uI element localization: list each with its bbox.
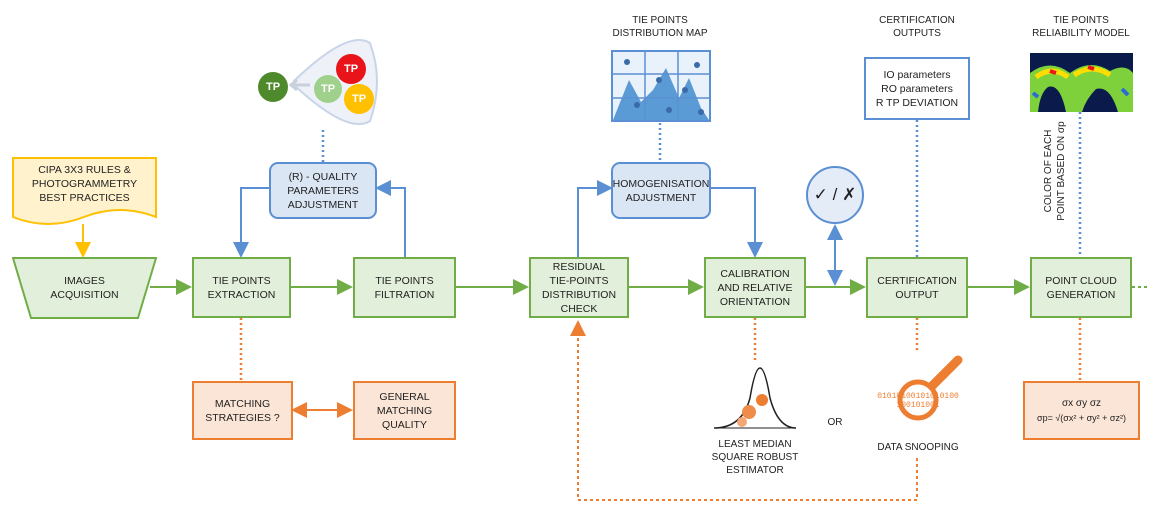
calibration-box: CALIBRATION AND RELATIVE ORIENTATION	[704, 257, 806, 318]
left-arrow-icon	[288, 78, 310, 92]
distribution-map-title: TIE POINTS DISTRIBUTION MAP	[612, 15, 708, 39]
tp-circle-yellow: TP	[344, 84, 374, 114]
binary-digits: 01010100101010100100101001	[877, 392, 959, 410]
cipa-rules-label: CIPA 3X3 RULES & PHOTOGRAMMETRY BEST PRA…	[31, 164, 138, 204]
color-note-label: COLOR OF EACH POINT BASED ON σp	[1043, 121, 1067, 221]
quality-adjustment-box: (R) - QUALITY PARAMETERS ADJUSTMENT	[269, 162, 377, 219]
tp-circle-red: TP	[336, 54, 366, 84]
certification-outputs-title: CERTIFICATION OUTPUTS	[879, 15, 955, 39]
magnifier-icon	[897, 355, 963, 421]
tp-circle-light-green: TP	[314, 75, 342, 103]
lmeds-icon	[713, 367, 797, 429]
certification-params-box: IO parameters RO parameters R TP DEVIATI…	[864, 57, 970, 120]
reliability-model-title: TIE POINTS RELIABILITY MODEL	[1032, 15, 1130, 39]
residual-check-box: RESIDUAL TIE-POINTS DISTRIBUTION CHECK	[529, 257, 629, 318]
tie-points-extraction-box: TIE POINTS EXTRACTION	[192, 257, 291, 318]
homog-loop-in	[711, 187, 763, 258]
quality-loop-in	[233, 187, 269, 258]
data-snooping-label: DATA SNOOPING	[877, 442, 959, 453]
distribution-map-icon	[611, 50, 711, 122]
tp-circle-green: TP	[258, 72, 288, 102]
sigma-components: σx σy σz	[1061, 397, 1102, 409]
matching-strategies-box: MATCHING STRATEGIES ?	[192, 381, 293, 440]
images-acquisition-label: IMAGES ACQUISITION	[50, 275, 119, 301]
tie-points-filtration-box: TIE POINTS FILTRATION	[353, 257, 456, 318]
quality-loop-out	[375, 180, 406, 257]
or-label: OR	[827, 417, 843, 428]
sigma-p-formula: σp= √(σx² + σy² + σz²)	[1037, 412, 1126, 423]
cipa-note-shape	[12, 157, 157, 225]
lmeds-label: LEAST MEDIAN SQUARE ROBUST ESTIMATOR	[711, 439, 799, 476]
point-cloud-box: POINT CLOUD GENERATION	[1030, 257, 1132, 318]
certification-output-box: CERTIFICATION OUTPUT	[866, 257, 968, 318]
homog-loop-out	[577, 180, 613, 257]
accept-reject-circle: ✓ / ✗	[806, 166, 864, 224]
snooping-feedback	[570, 320, 918, 501]
sigma-formula-box: σx σy σz σp= √(σx² + σy² + σz²)	[1023, 381, 1140, 440]
homogenisation-box: HOMOGENISATION ADJUSTMENT	[611, 162, 711, 219]
general-matching-box: GENERAL MATCHING QUALITY	[353, 381, 456, 440]
point-cloud-thumbnail	[1030, 53, 1133, 112]
images-acquisition-shape	[12, 257, 157, 319]
